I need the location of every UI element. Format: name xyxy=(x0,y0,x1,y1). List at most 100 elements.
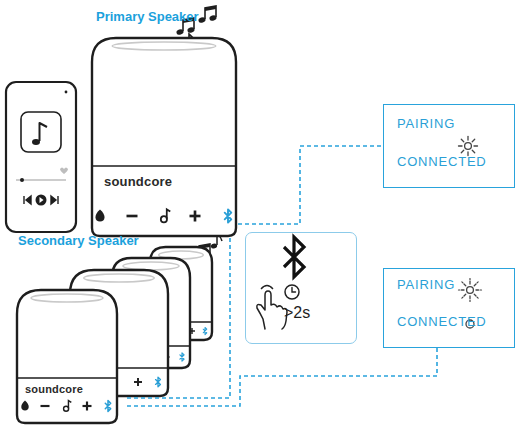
phone-camera xyxy=(65,91,68,94)
bass-button xyxy=(167,209,171,218)
dashed-connector xyxy=(125,348,437,406)
bluetooth-button xyxy=(203,327,207,334)
next-icon xyxy=(51,196,58,204)
bluetooth-button xyxy=(156,377,161,387)
phone-illustration xyxy=(6,82,76,232)
speaker-label: Primary Speaker xyxy=(96,10,199,25)
bluetooth-symbol xyxy=(284,237,304,277)
light-icon xyxy=(472,150,474,152)
bluetooth-button xyxy=(105,401,110,412)
brand-text: soundcore xyxy=(25,383,83,396)
status-box: PAIRING CONNECTED xyxy=(383,104,515,188)
blinking-light-icon xyxy=(462,289,465,290)
power-button xyxy=(95,209,104,221)
speaker-rim xyxy=(84,274,155,282)
status-text: PAIRING xyxy=(397,278,455,293)
blinking-light-icon xyxy=(467,287,474,294)
node-outline xyxy=(246,233,356,343)
node-outline xyxy=(15,232,125,425)
blinking-light-icon xyxy=(474,284,476,286)
plus-button xyxy=(194,211,197,222)
blinking-light-icon xyxy=(477,282,478,283)
hand-icon xyxy=(257,291,287,329)
plus-button xyxy=(134,378,142,386)
status-text: PAIRING xyxy=(397,117,455,132)
blinking-light-icon xyxy=(476,289,479,290)
light-icon xyxy=(467,137,468,141)
bass-button xyxy=(68,401,71,409)
bass-button xyxy=(64,401,72,412)
play-icon xyxy=(40,197,44,203)
plus-button xyxy=(190,211,201,222)
clock-icon xyxy=(285,285,299,299)
blinking-light-icon xyxy=(474,294,476,296)
blinking-light-icon xyxy=(469,300,470,302)
light-icon xyxy=(474,145,478,146)
speaker-body xyxy=(17,290,117,423)
node-outline xyxy=(90,8,238,238)
blinking-light-icon xyxy=(462,297,463,298)
music-note xyxy=(205,6,216,19)
bass-button xyxy=(161,209,170,222)
secondary-speaker: Secondary Speakersoundcore xyxy=(15,232,125,425)
duration-text: >2s xyxy=(284,304,310,322)
power-button xyxy=(21,401,28,411)
blinking-light-icon xyxy=(464,294,466,296)
plus-button xyxy=(137,378,139,386)
light-icon xyxy=(459,137,478,156)
album-frame xyxy=(21,112,61,152)
music-note xyxy=(198,6,218,24)
light-icon xyxy=(472,139,474,141)
power-button xyxy=(95,209,104,221)
play-button xyxy=(36,195,47,206)
speaker-rim xyxy=(112,42,216,50)
power-button xyxy=(21,401,28,411)
prev-icon xyxy=(24,196,31,204)
minus-button xyxy=(41,405,50,407)
plus-button xyxy=(86,402,88,411)
light-icon xyxy=(461,139,463,141)
heart-icon xyxy=(60,168,68,175)
light-icon xyxy=(459,145,463,146)
bluetooth-button xyxy=(225,209,232,222)
brand-text: soundcore xyxy=(104,175,172,190)
blinking-light-icon xyxy=(459,279,482,302)
bluetooth-button xyxy=(203,327,207,334)
phone-body xyxy=(6,82,76,232)
bluetooth-button xyxy=(180,353,184,361)
speaker-label: Secondary Speaker xyxy=(18,234,139,249)
plus-button xyxy=(83,402,92,411)
plus-button xyxy=(191,328,192,334)
bluetooth-button xyxy=(156,377,161,387)
blinking-light-icon xyxy=(462,282,463,283)
bluetooth-button xyxy=(105,401,110,412)
blinking-light-icon xyxy=(469,282,470,285)
status-box: PAIRING CONNECTED xyxy=(383,268,515,348)
blinking-light-icon xyxy=(477,297,478,298)
speaker-base-line xyxy=(92,165,236,167)
speaker-rim xyxy=(31,294,103,302)
blinking-light-icon xyxy=(464,284,466,286)
clock-icon xyxy=(285,285,299,299)
blinking-light-icon xyxy=(469,296,470,299)
album-note xyxy=(40,123,48,141)
music-note xyxy=(205,6,216,11)
minus-button xyxy=(127,215,138,218)
blinking-light-icon xyxy=(459,289,461,290)
status-text: CONNECTED xyxy=(397,155,487,170)
blinking-light-icon xyxy=(469,279,470,281)
primary-speaker: Primary Speaker soundcore xyxy=(90,8,238,238)
dashed-connector xyxy=(238,146,383,224)
progress-knob xyxy=(20,178,24,182)
bluetooth-button xyxy=(180,353,184,361)
speaker-base-line xyxy=(17,377,117,379)
bluetooth-button xyxy=(225,209,232,222)
status-text: CONNECTED xyxy=(397,315,487,330)
speaker-body xyxy=(92,38,236,236)
minus-button xyxy=(127,215,138,218)
clock-icon xyxy=(292,288,296,293)
instruction-box: >2s xyxy=(245,232,357,344)
light-icon xyxy=(465,143,472,150)
minus-button xyxy=(41,405,50,407)
